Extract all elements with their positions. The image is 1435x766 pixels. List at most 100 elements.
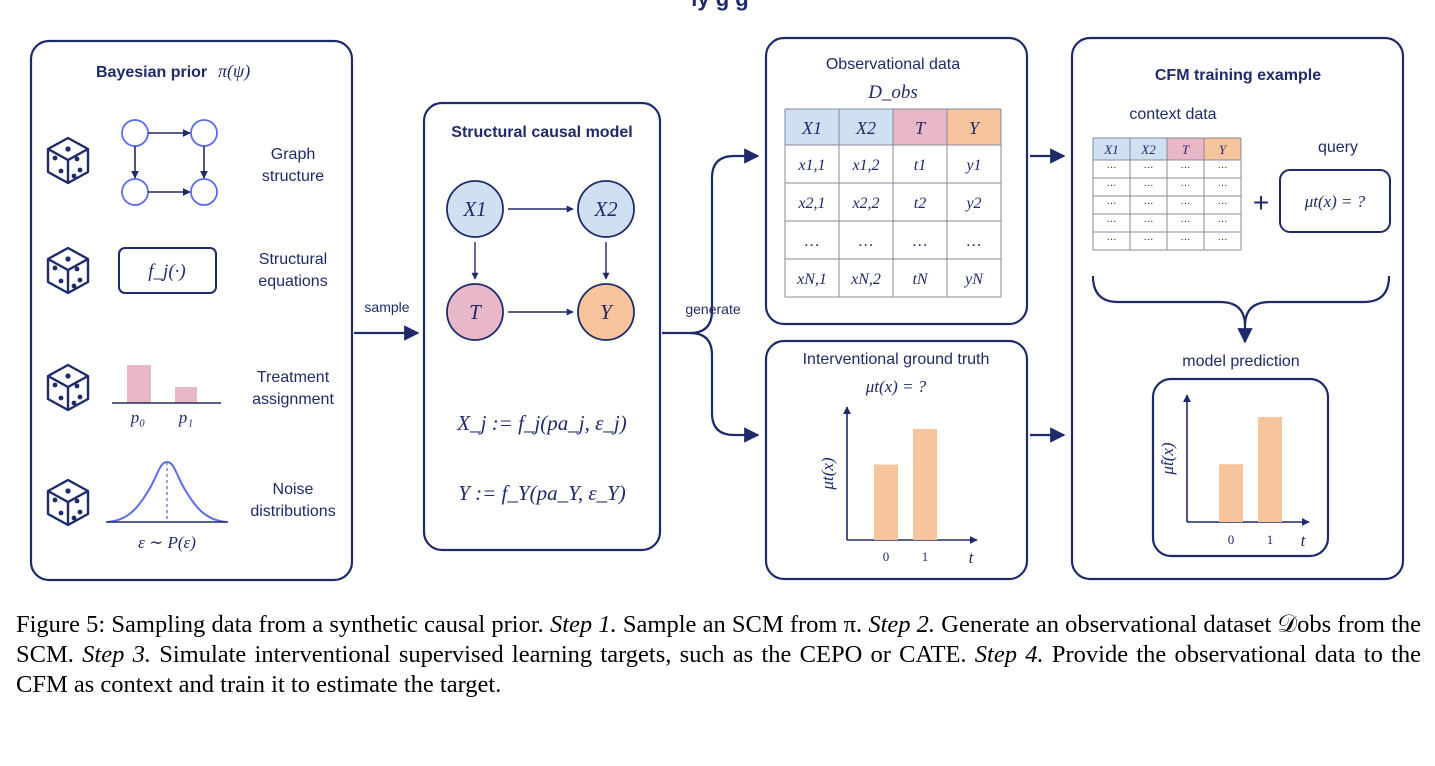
ctx-cell-text: ··· [1107, 235, 1117, 246]
generate-label: generate [685, 301, 740, 317]
scm-equation-1: X_j := f_j(pa_j, ε_j) [456, 411, 626, 435]
node-x1 [446, 180, 504, 238]
scm-panel: Structural causal model X1 X2 T Y X_j :=… [422, 101, 662, 552]
int-chart-xlabel: t [969, 548, 975, 567]
cfm-title: CFM training example [1155, 67, 1321, 84]
int-chart-ylabel: μt(x) [818, 457, 837, 490]
pred-chart: 0 1 μ̂t(x) t [1158, 394, 1310, 550]
caption-figure: Figure 5: Sampling data from a synthetic… [16, 611, 544, 638]
obs-header-text: Y [969, 118, 981, 138]
prediction-label: model prediction [1182, 353, 1299, 370]
caption-step2: Step 2. [868, 611, 936, 638]
obs-cell-text: tN [912, 271, 928, 288]
graph-label-1: Graph [271, 146, 315, 163]
node-y-label: Y [600, 300, 614, 324]
node-x1-label: X1 [462, 197, 486, 221]
pred-chart-tick-label: 1 [1267, 532, 1274, 547]
ctx-cell-text: ··· [1218, 199, 1228, 210]
ctx-header-text: Y [1219, 142, 1228, 157]
context-label: context data [1129, 106, 1216, 123]
ctx-cell-text: ··· [1144, 199, 1154, 210]
ctx-header-cell [1204, 138, 1241, 160]
int-question: μt(x) = ? [865, 377, 927, 396]
query-text: μt(x) = ? [1304, 192, 1366, 211]
ctx-header-cell [1167, 138, 1204, 160]
pred-chart-bar [1219, 464, 1243, 522]
pred-chart-ylabel: μ̂t(x) [1158, 442, 1177, 475]
obs-cell-text: t1 [914, 157, 926, 174]
obs-cell-text: x1,2 [851, 157, 879, 174]
figure-caption: Figure 5: Sampling data from a synthetic… [16, 610, 1421, 700]
ctx-cell-text: ··· [1144, 181, 1154, 192]
obs-cell-text: x2,1 [797, 195, 825, 212]
ctx-cell-text: ··· [1107, 163, 1117, 174]
noise-label-1: Noise [273, 481, 314, 498]
obs-cell-text: y2 [964, 195, 981, 212]
node-x2 [577, 180, 635, 238]
graph-label-2: structure [262, 168, 324, 185]
ctx-cell-text: ··· [1218, 163, 1228, 174]
obs-cell-text: xN,2 [850, 271, 881, 288]
pred-chart-bar [1258, 417, 1282, 522]
query-label: query [1318, 139, 1358, 156]
ctx-header-text: X1 [1103, 142, 1118, 157]
merge-brace [1091, 275, 1391, 327]
scm-equation-2: Y := f_Y(pa_Y, ε_Y) [458, 481, 626, 505]
obs-header-text: T [915, 118, 927, 138]
treatment-bar-chart: p₀ p₁ [112, 365, 221, 427]
ctx-header-cell [1130, 138, 1167, 160]
int-chart-tick-label: 0 [883, 549, 890, 564]
obs-cell-text: xN,1 [796, 271, 827, 288]
ctx-cell-text: ··· [1107, 181, 1117, 192]
generate-arrows [662, 148, 760, 443]
obs-cell-text: x1,1 [797, 157, 825, 174]
noise-formula: ε ∼ P(ε) [138, 533, 196, 552]
obs-cell-text: … [967, 233, 981, 250]
prior-title-math: π(ψ) [218, 61, 250, 82]
sample-label: sample [364, 299, 409, 315]
bar-p0 [127, 365, 151, 403]
plus-sign: + [1253, 187, 1269, 218]
node-t [446, 283, 504, 341]
prior-panel: Bayesian prior π(ψ) Graph structure f_j(… [29, 39, 354, 582]
prediction-box [1151, 377, 1330, 558]
query-box [1279, 169, 1391, 233]
ctx-header-cell [1093, 138, 1130, 160]
prior-title: Bayesian prior [96, 64, 207, 81]
ctx-cell-text: ··· [1107, 199, 1117, 210]
node-t-label: T [469, 300, 482, 324]
ctx-cell-text: ··· [1218, 235, 1228, 246]
caption-text3: Simulate interventional supervised learn… [159, 641, 967, 668]
graph-structure-icon [121, 119, 218, 206]
caption-step3: Step 3. [82, 641, 151, 668]
obs-header-text: X2 [855, 118, 876, 138]
equations-label-1: Structural [259, 251, 327, 268]
ctx-cell-text: ··· [1144, 217, 1154, 228]
obs-cell-text: t2 [914, 195, 926, 212]
obs-cell-text: … [859, 233, 873, 250]
obs-subtitle: D_obs [867, 82, 918, 103]
int-chart-bar [913, 429, 937, 540]
caption-text2: Generate an observational dataset 𝒟obs f… [16, 611, 1422, 668]
function-box [118, 247, 217, 294]
ctx-cell-text: ··· [1107, 217, 1117, 228]
obs-cell-text: y1 [964, 157, 981, 174]
obs-header-cell [839, 109, 893, 145]
figure-diagram: ly g g Bayesian prior π(ψ) Graph structu… [29, 0, 1405, 582]
pred-chart-tick-label: 0 [1228, 532, 1235, 547]
obs-cell-text: yN [963, 271, 984, 288]
node-y [577, 283, 635, 341]
function-box-text: f_j(·) [148, 261, 185, 282]
bar-label-p1: p₁ [178, 408, 193, 427]
obs-cell-text: x2,2 [851, 195, 879, 212]
obs-header-text: X1 [801, 118, 822, 138]
treatment-label-2: assignment [252, 391, 334, 408]
bar-p1 [175, 387, 197, 403]
gaussian-curve: ε ∼ P(ε) [106, 460, 228, 552]
pred-chart-xlabel: t [1301, 531, 1307, 550]
